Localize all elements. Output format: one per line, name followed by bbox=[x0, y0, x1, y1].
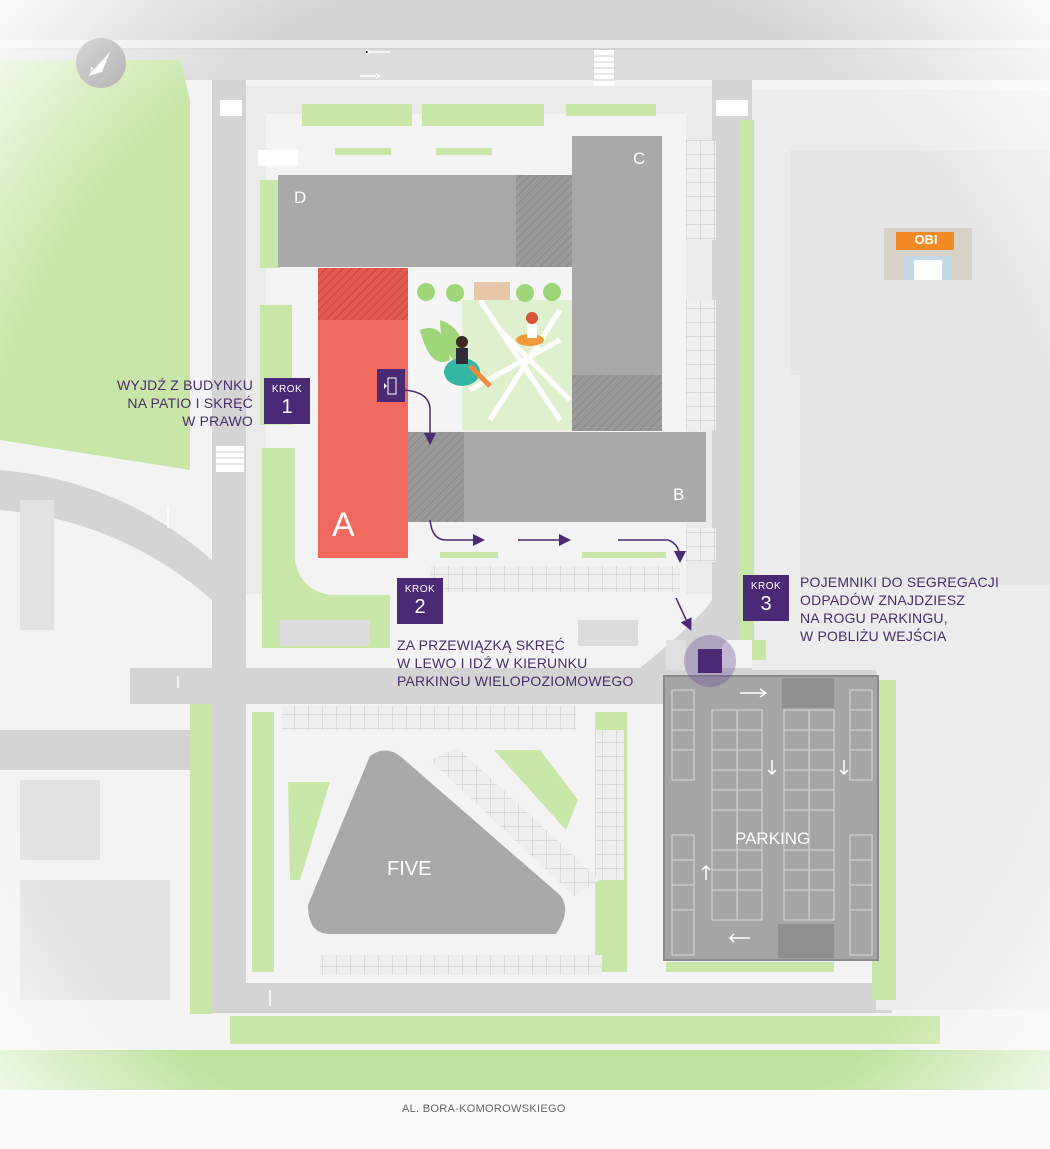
compass-letter: N bbox=[90, 66, 98, 77]
obi-logo: OBI bbox=[914, 232, 938, 247]
building-b-label: B bbox=[673, 485, 685, 504]
step-3-badge: KROK 3 bbox=[743, 575, 789, 621]
building-a-label: A bbox=[332, 506, 355, 544]
step-2-instruction: ZA PRZEWIĄZKĄ SKRĘĆ W LEWO I IDŹ W KIERU… bbox=[397, 637, 634, 689]
step-1-badge: KROK 1 bbox=[264, 378, 310, 424]
step-1-instruction: WYJDŹ Z BUDYNKU NA PATIO I SKRĘĆ W PRAWO bbox=[117, 377, 253, 429]
building-d-label: D bbox=[294, 188, 307, 207]
building-five-label: FIVE bbox=[387, 858, 432, 880]
street-name-label: AL. BORA-KOMOROWSKIEGO bbox=[402, 1103, 566, 1115]
parking-label: PARKING bbox=[735, 829, 811, 848]
building-c-label: C bbox=[633, 149, 646, 168]
step-2-badge: KROK 2 bbox=[397, 578, 443, 624]
step-3-instruction: POJEMNIKI DO SEGREGACJI ODPADÓW ZNAJDZIE… bbox=[800, 574, 1000, 644]
